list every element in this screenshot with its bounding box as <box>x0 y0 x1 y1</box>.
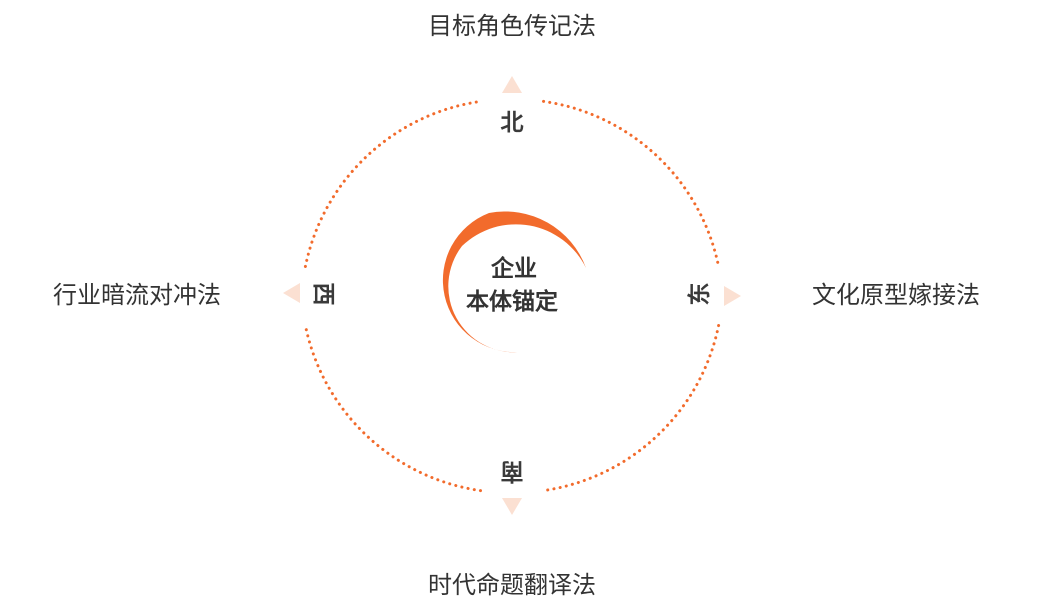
ring-arc-sw <box>303 324 482 493</box>
north-arrow-icon <box>502 76 522 93</box>
method-north-label: 目标角色传记法 <box>428 12 596 40</box>
method-west-label: 行业暗流对冲法 <box>53 281 221 309</box>
direction-west: 西 <box>310 283 336 306</box>
method-south-label: 时代命题翻译法 <box>428 571 596 599</box>
method-east-label: 文化原型嫁接法 <box>812 281 980 309</box>
ring-arc-se <box>542 324 721 493</box>
direction-east: 东 <box>686 283 713 306</box>
south-arrow-icon <box>502 498 522 515</box>
center-title-line1: 企业 <box>490 255 537 282</box>
dotted-ring <box>303 99 721 493</box>
west-arrow-icon <box>283 283 300 303</box>
ring-arc-nw <box>303 99 482 268</box>
center-title-line2: 本体锚定 <box>466 288 558 315</box>
direction-north: 北 <box>501 110 524 136</box>
east-arrow-icon <box>724 286 741 306</box>
direction-south: 南 <box>501 458 524 484</box>
ring-arc-ne <box>542 99 721 268</box>
